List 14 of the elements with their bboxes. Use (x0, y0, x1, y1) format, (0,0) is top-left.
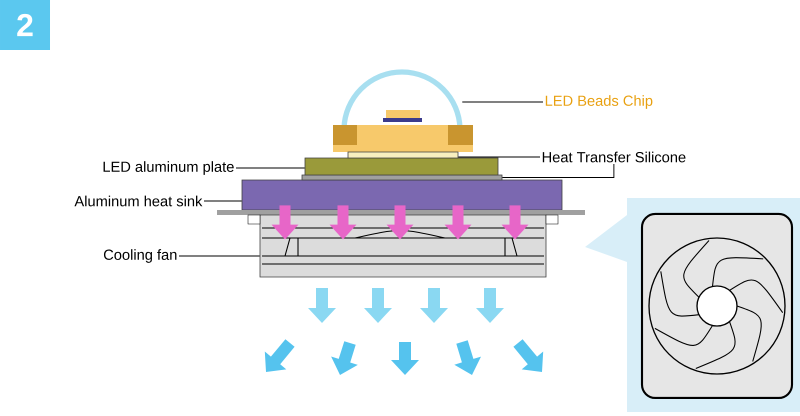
heat-sink (242, 180, 562, 210)
part-label: LED aluminum plate (104, 161, 234, 175)
leader-line (502, 164, 614, 178)
part-label: LED Beads Chip (546, 95, 652, 109)
leader-line (204, 200, 242, 202)
leader-line (458, 156, 540, 158)
silicone-layer (348, 152, 458, 158)
number-badge: 2 (0, 0, 50, 50)
part-label: Heat Transfer Silicone (542, 152, 686, 162)
cooling-fan (248, 214, 558, 278)
aluminum-plate (304, 158, 498, 176)
led-bead-drawing (333, 69, 473, 152)
part-label: Cooling fan (104, 249, 176, 263)
part-label: Aluminum heat sink (74, 196, 202, 206)
